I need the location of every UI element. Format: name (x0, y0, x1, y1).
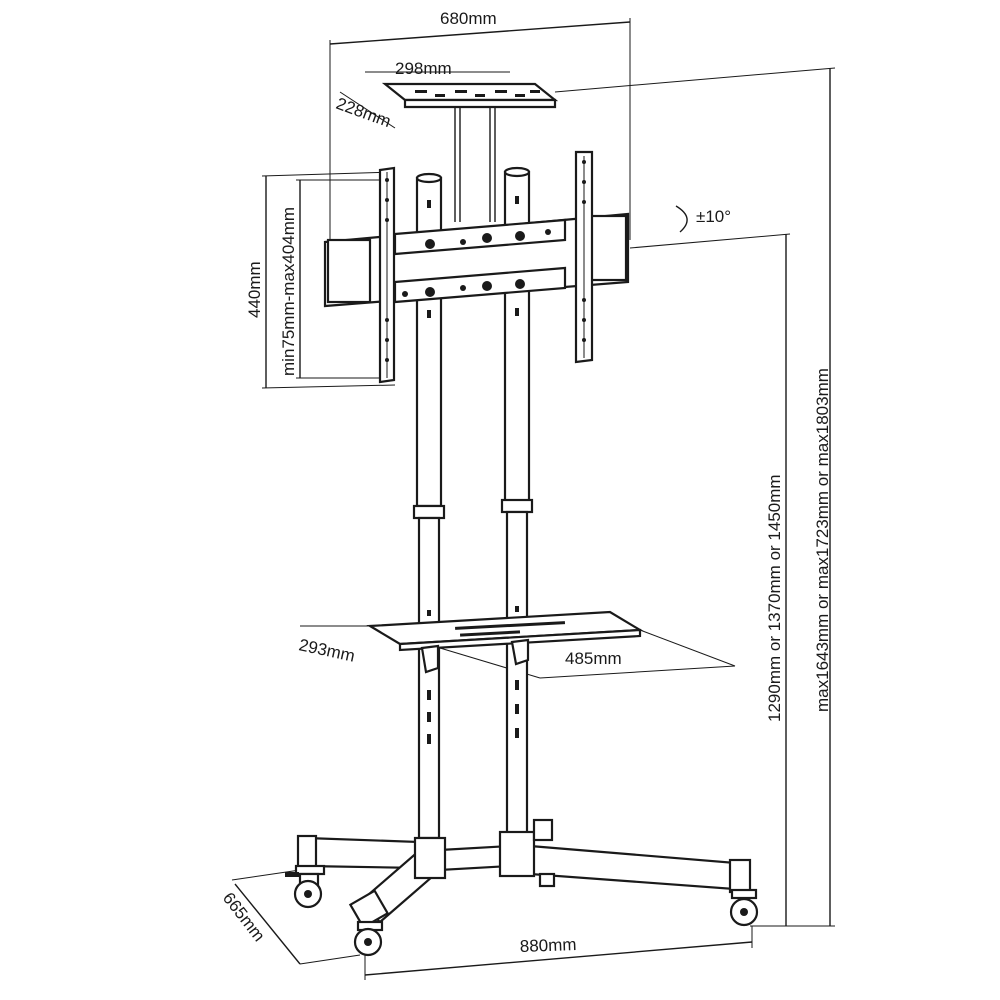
label-shelf-depth: 293mm (297, 635, 356, 665)
label-center-height: 1290mm or 1370mm or 1450mm (765, 474, 784, 722)
tv-bracket (323, 150, 630, 384)
label-tilt: ±10° (696, 207, 731, 226)
casters (285, 864, 759, 957)
base (296, 818, 752, 929)
label-vesa-range: min75mm-max404mm (279, 207, 298, 376)
tilt-arc-icon (675, 205, 688, 233)
top-tray (381, 82, 559, 222)
bracket-bolts (402, 229, 551, 297)
dimension-labels: 680mm 298mm 228mm ±10° 440mm min75mm-max… (219, 9, 832, 956)
middle-shelf (366, 610, 644, 674)
dimension-lines (231, 18, 836, 980)
label-base-width: 880mm (519, 935, 576, 956)
arm-holes (385, 160, 586, 362)
caster-back-left (285, 864, 326, 909)
label-tray-width: 298mm (395, 59, 452, 78)
caster-front-left (353, 920, 384, 957)
pole-holes (427, 196, 519, 744)
label-total-width: 680mm (440, 9, 497, 28)
label-bracket-height: 440mm (245, 261, 264, 318)
label-shelf-width: 485mm (565, 649, 622, 668)
label-tray-depth: 228mm (334, 94, 394, 131)
tray-slots (415, 90, 540, 97)
label-total-height: max1643mm or max1723mm or max1803mm (813, 368, 832, 712)
caster-right (729, 888, 759, 927)
